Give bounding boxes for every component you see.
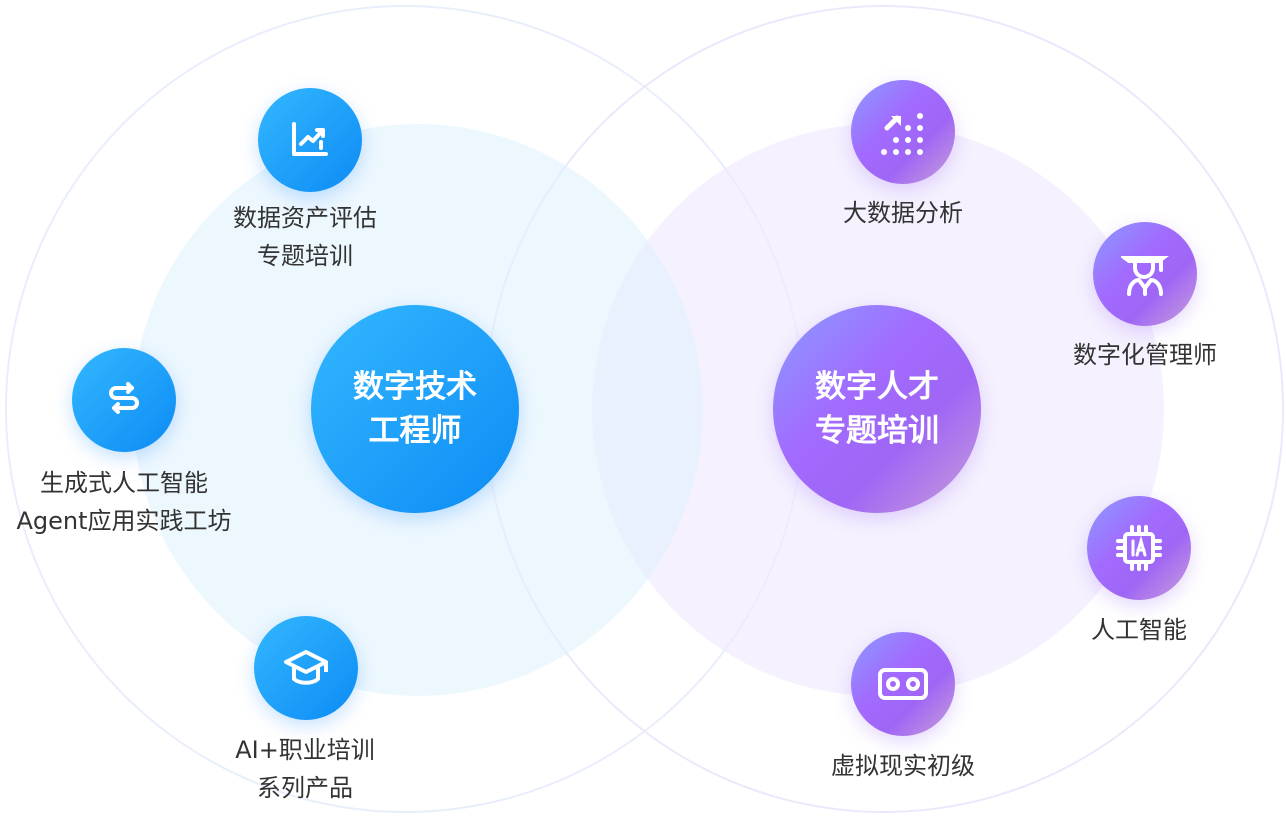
- chart-trend-icon[interactable]: [258, 88, 362, 192]
- ai-chip-icon[interactable]: [1087, 496, 1191, 600]
- big-data-icon[interactable]: [851, 80, 955, 184]
- left-hub[interactable]: 数字技术 工程师: [311, 305, 519, 513]
- swap-arrows-icon[interactable]: [72, 348, 176, 452]
- right-hub-line1: 数字人才: [815, 369, 939, 405]
- item-label: AI+职业培训系列产品: [235, 736, 375, 802]
- graduate-person-icon[interactable]: [1093, 222, 1197, 326]
- left-hub-line2: 工程师: [368, 413, 462, 449]
- vr-headset-icon[interactable]: [851, 632, 955, 736]
- right-hub[interactable]: 数字人才 专题培训: [773, 305, 981, 513]
- item-label: 数据资产评估专题培训: [233, 204, 377, 270]
- item-label: 虚拟现实初级: [831, 752, 975, 780]
- item-label: 数字化管理师: [1073, 341, 1217, 369]
- item-label: 大数据分析: [843, 199, 963, 227]
- item-label: 人工智能: [1091, 616, 1187, 644]
- left-hub-line1: 数字技术: [353, 369, 477, 405]
- right-hub-line2: 专题培训: [815, 413, 939, 449]
- graduation-cap-icon[interactable]: [254, 616, 358, 720]
